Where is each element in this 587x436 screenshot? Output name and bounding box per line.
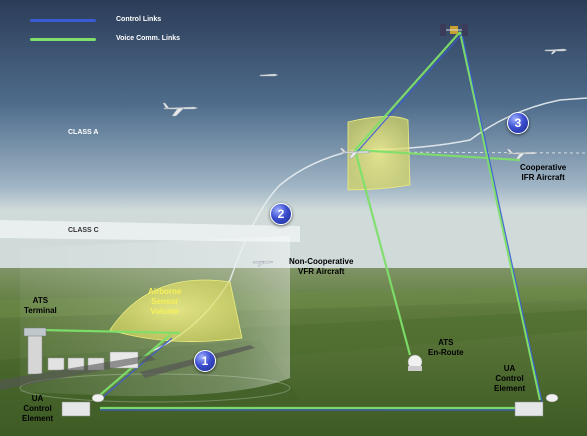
- ua-control-left-line-3: Element: [22, 414, 54, 423]
- class-c-label: CLASS C: [68, 227, 99, 234]
- marker-1: 1: [194, 350, 216, 372]
- cooperative-line-1: Cooperative: [520, 163, 567, 172]
- airborne-sensor-volume: [109, 279, 243, 342]
- en-route-sensor-volume: [347, 116, 411, 191]
- class-c-band: [0, 220, 300, 242]
- ua-control-left-line-1: UA: [31, 394, 44, 403]
- aircraft-icon: [339, 147, 372, 159]
- non-cooperative-line-2: VFR Aircraft: [298, 267, 345, 276]
- aircraft-icon: [506, 148, 539, 160]
- ats-en-route-line-2: En-Route: [428, 348, 464, 357]
- airborne-sensor-line-1: Airborne: [148, 287, 182, 296]
- aircraft-icon: [252, 260, 274, 267]
- non-cooperative-line-1: Non-Cooperative: [289, 257, 354, 266]
- ua-control-right-line-3: Element: [494, 384, 526, 393]
- ats-terminal-line-1: ATS: [32, 296, 49, 305]
- ua-control-right-label: UA Control Element: [494, 364, 525, 394]
- legend-voice-swatch: [30, 38, 96, 41]
- legend-control-label: Control Links: [116, 16, 162, 23]
- en-route-radar-icon: [407, 354, 423, 371]
- airborne-sensor-line-3: Volume: [150, 307, 179, 316]
- satellite-icon: [440, 24, 468, 36]
- cooperative-line-2: IFR Aircraft: [521, 173, 565, 182]
- airborne-sensor-line-2: Sensor: [151, 297, 179, 306]
- ats-en-route-label: ATS En-Route: [428, 338, 464, 358]
- aircraft-icon: [162, 102, 199, 117]
- marker-2: 2: [270, 203, 292, 225]
- ats-terminal-line-2: Terminal: [24, 306, 57, 315]
- legend-control-swatch: [30, 19, 96, 22]
- aircraft-icon: [544, 48, 568, 55]
- ua-control-element-left: [61, 393, 105, 417]
- ua-control-right-line-2: Control: [495, 374, 524, 383]
- cooperative-label: Cooperative IFR Aircraft: [520, 163, 566, 183]
- class-a-label: CLASS A: [68, 129, 99, 136]
- aircraft-icon: [259, 73, 279, 77]
- ua-control-left-label: UA Control Element: [22, 394, 53, 424]
- ats-terminal-label: ATS Terminal: [24, 296, 57, 316]
- non-cooperative-label: Non-Cooperative VFR Aircraft: [289, 257, 353, 277]
- ua-control-left-line-2: Control: [23, 404, 52, 413]
- ua-control-element-right: [514, 393, 559, 417]
- ats-en-route-line-1: ATS: [438, 338, 454, 347]
- control-links: [100, 33, 543, 411]
- legend-voice-label: Voice Comm. Links: [116, 35, 181, 42]
- airborne-sensor-volume-label: Airborne Sensor Volume: [148, 287, 181, 317]
- ua-control-right-line-1: UA: [503, 364, 516, 373]
- marker-3: 3: [507, 112, 529, 134]
